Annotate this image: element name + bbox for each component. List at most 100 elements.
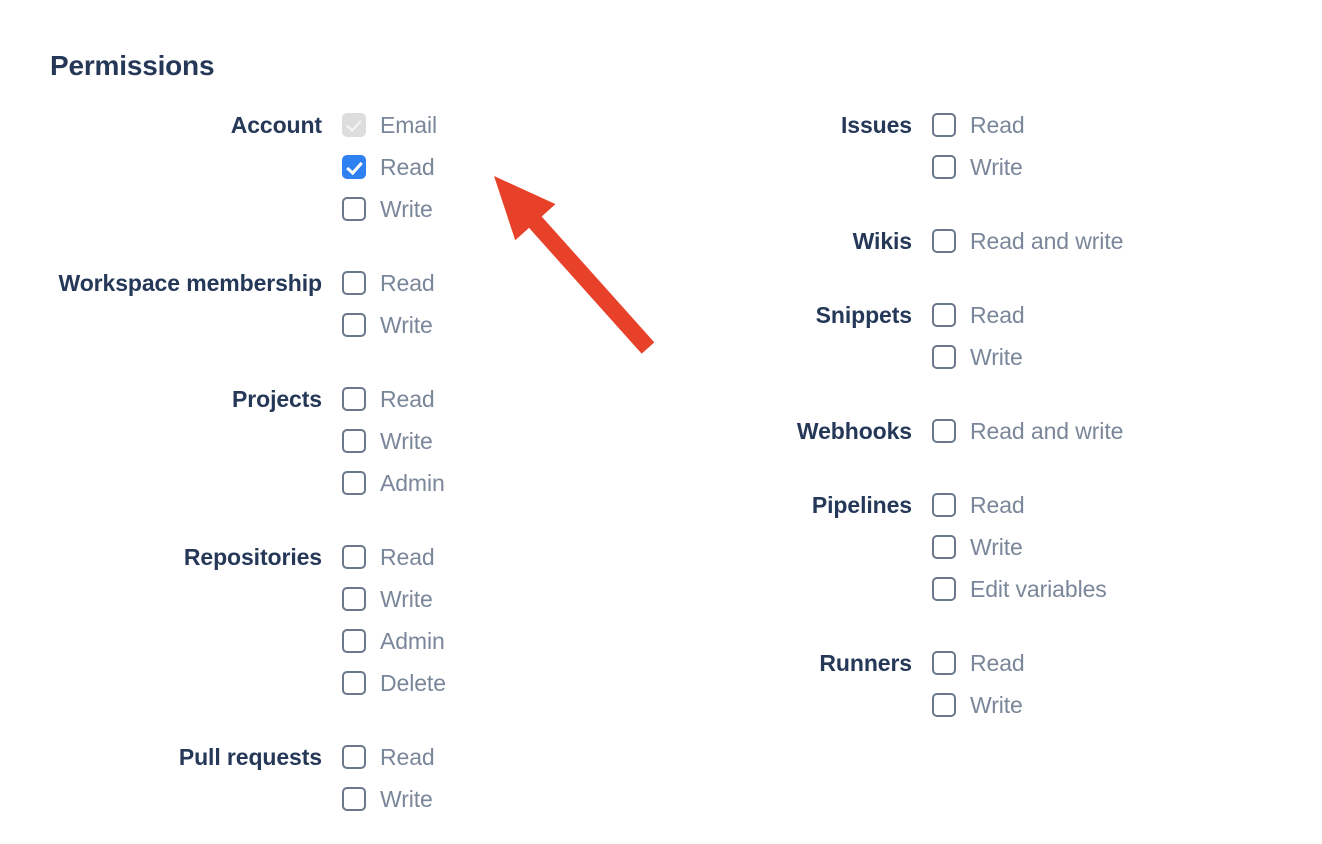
- permission-option-row[interactable]: Admin: [342, 462, 570, 504]
- permission-option-row[interactable]: Delete: [342, 662, 570, 704]
- permission-group-label: Wikis: [852, 228, 912, 254]
- checkbox-read-icon[interactable]: [932, 113, 956, 137]
- permission-group-label: Pull requests: [178, 744, 322, 770]
- permission-group: Wikis Read and write: [660, 220, 1220, 262]
- permission-option-row[interactable]: Write: [342, 778, 570, 820]
- permission-option-label: Delete: [380, 670, 446, 696]
- checkbox-write-icon[interactable]: [342, 587, 366, 611]
- permission-option-label: Admin: [380, 470, 445, 496]
- permission-option-row[interactable]: Read: [342, 146, 570, 188]
- permission-option-row[interactable]: Read: [932, 642, 1220, 684]
- permission-option-row[interactable]: Write: [932, 336, 1220, 378]
- permission-option-row[interactable]: Read and write: [932, 410, 1220, 452]
- permission-option-label: Read: [970, 112, 1025, 138]
- checkbox-read-icon[interactable]: [932, 493, 956, 517]
- checkbox-email-icon: [342, 113, 366, 137]
- permission-option-label: Read and write: [970, 228, 1124, 254]
- permission-option-row[interactable]: Read: [342, 736, 570, 778]
- permission-option-row[interactable]: Read: [342, 262, 570, 304]
- checkbox-read-icon[interactable]: [342, 155, 366, 179]
- permission-option-label: Write: [380, 586, 433, 612]
- checkbox-write-icon[interactable]: [932, 535, 956, 559]
- permission-option-row[interactable]: Read: [932, 104, 1220, 146]
- permission-option-row[interactable]: Write: [932, 684, 1220, 726]
- checkbox-write-icon[interactable]: [342, 787, 366, 811]
- permission-option-label: Read: [380, 544, 435, 570]
- permission-option-row[interactable]: Read: [342, 378, 570, 420]
- permission-option-label: Read: [380, 154, 435, 180]
- permission-group-label: Workspace membership: [58, 270, 323, 296]
- checkbox-delete-icon[interactable]: [342, 671, 366, 695]
- permission-group-label: Snippets: [815, 302, 912, 328]
- permission-option-label: Write: [970, 154, 1023, 180]
- checkbox-write-icon[interactable]: [932, 693, 956, 717]
- permission-option-row[interactable]: Admin: [342, 620, 570, 662]
- checkbox-write-icon[interactable]: [932, 155, 956, 179]
- permission-option-row[interactable]: Write: [342, 578, 570, 620]
- checkbox-write-icon[interactable]: [342, 429, 366, 453]
- checkbox-read-icon[interactable]: [342, 387, 366, 411]
- permission-option-label: Read: [970, 650, 1025, 676]
- permission-option-label: Email: [380, 112, 438, 138]
- checkbox-read-icon[interactable]: [932, 303, 956, 327]
- checkbox-read-icon[interactable]: [932, 651, 956, 675]
- permission-option-row[interactable]: Edit variables: [932, 568, 1220, 610]
- permission-group-label: Runners: [819, 650, 912, 676]
- permission-group-label: Pipelines: [811, 492, 912, 518]
- checkbox-read-icon[interactable]: [342, 271, 366, 295]
- permission-group-label: Account: [230, 112, 322, 138]
- permission-option-row[interactable]: Write: [342, 420, 570, 462]
- checkbox-read-and-write-icon[interactable]: [932, 229, 956, 253]
- checkbox-admin-icon[interactable]: [342, 471, 366, 495]
- permission-option-row[interactable]: Write: [342, 188, 570, 230]
- checkbox-write-icon[interactable]: [932, 345, 956, 369]
- permission-option-label: Edit variables: [970, 576, 1107, 602]
- checkbox-write-icon[interactable]: [342, 197, 366, 221]
- permission-option-row[interactable]: Read: [932, 484, 1220, 526]
- permission-option-label: Write: [380, 786, 433, 812]
- permission-option-row[interactable]: Read: [342, 536, 570, 578]
- permission-option-label: Write: [970, 344, 1023, 370]
- permission-option-label: Read: [970, 492, 1025, 518]
- permission-option-row[interactable]: Read: [932, 294, 1220, 336]
- checkbox-edit-variables-icon[interactable]: [932, 577, 956, 601]
- permission-option-label: Write: [380, 312, 433, 338]
- checkbox-read-icon[interactable]: [342, 745, 366, 769]
- checkbox-write-icon[interactable]: [342, 313, 366, 337]
- permission-option-label: Admin: [380, 628, 445, 654]
- permission-option-row[interactable]: Write: [932, 526, 1220, 568]
- permission-option-label: Read: [970, 302, 1025, 328]
- permission-group-label: Repositories: [183, 544, 322, 570]
- permission-options: Read and write: [932, 220, 1220, 262]
- permission-option-row[interactable]: Write: [342, 304, 570, 346]
- page-title: Permissions: [50, 50, 215, 81]
- checkbox-read-icon[interactable]: [342, 545, 366, 569]
- checkbox-read-and-write-icon[interactable]: [932, 419, 956, 443]
- permission-option-row[interactable]: Read and write: [932, 220, 1220, 262]
- permission-option-label: Read and write: [970, 418, 1124, 444]
- permission-option-row[interactable]: Write: [932, 146, 1220, 188]
- permission-option-label: Read: [380, 744, 435, 770]
- permission-option-label: Write: [380, 428, 433, 454]
- permission-option-row[interactable]: Email: [342, 104, 570, 146]
- checkbox-admin-icon[interactable]: [342, 629, 366, 653]
- permission-option-label: Write: [970, 534, 1023, 560]
